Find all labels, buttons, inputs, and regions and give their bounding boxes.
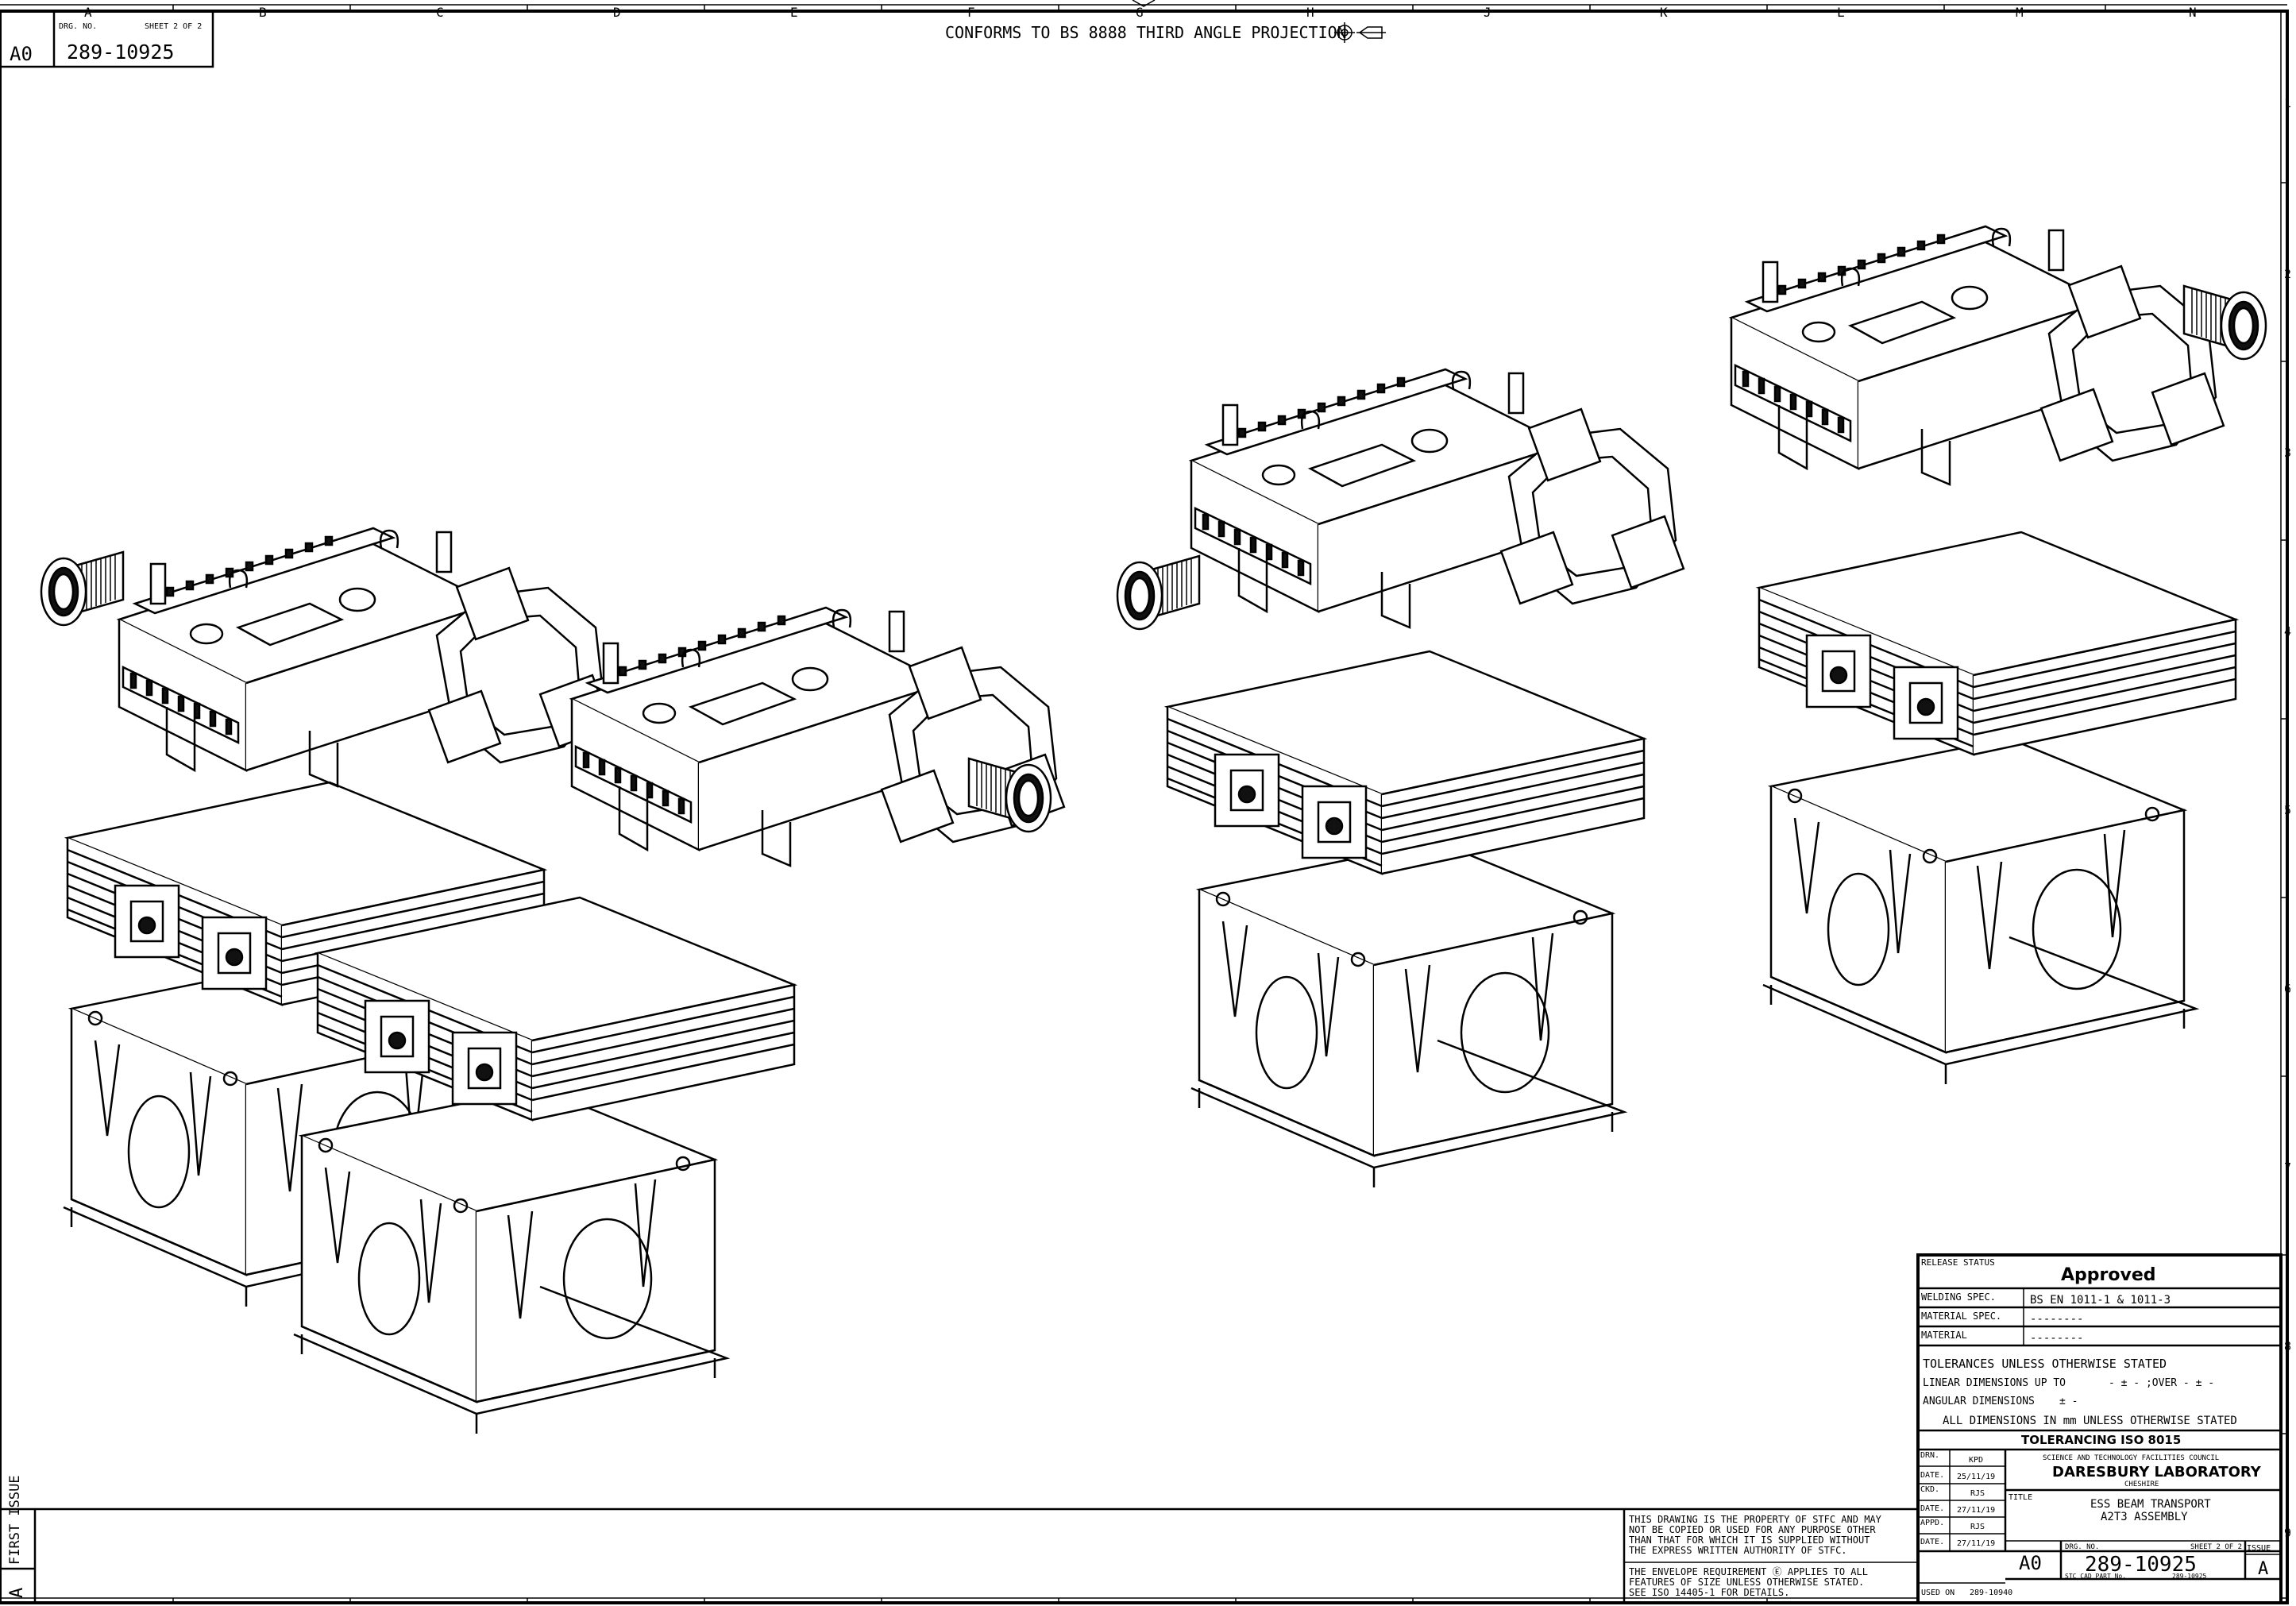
drg-no-label: DRG. NO. <box>2065 1543 2099 1551</box>
ckd-label: CKD. <box>1920 1485 1939 1494</box>
third-angle-projection-icon <box>1334 22 1386 43</box>
ckd-date-label: DATE. <box>1920 1504 1944 1513</box>
approved-by: RJS <box>1970 1523 1985 1531</box>
all-dimensions-note: ALL DIMENSIONS IN mm UNLESS OTHERWISE ST… <box>1943 1415 2237 1427</box>
assembly-view-right <box>1116 225 2267 1189</box>
row-label: 1 <box>2284 96 2291 110</box>
col-label: F <box>967 5 975 20</box>
used-on-label: USED ON <box>1921 1589 1954 1597</box>
drn-date-label: DATE. <box>1920 1471 1944 1480</box>
projection-note: CONFORMS TO BS 8888 THIRD ANGLE PROJECTI… <box>945 22 1386 43</box>
drawing-number: 289-10925 <box>2085 1553 2197 1577</box>
release-status: Approved <box>2061 1265 2156 1285</box>
corner-drg-label: DRG. NO. <box>59 22 97 31</box>
material-label: MATERIAL <box>1921 1330 1967 1341</box>
angular-label: ANGULAR DIMENSIONS <box>1923 1396 2035 1407</box>
checked-by: RJS <box>1970 1489 1985 1498</box>
corner-drg-box: A0 DRG. NO. SHEET 2 OF 2 289-10925 <box>0 10 214 68</box>
row-label: 4 <box>2284 624 2291 639</box>
col-label: M <box>2016 5 2024 20</box>
col-label: B <box>259 5 267 20</box>
row-label: 2 <box>2284 267 2291 281</box>
sheet-label: SHEET 2 OF 2 <box>2190 1543 2242 1551</box>
linear-value: - ± - ;OVER - ± - <box>2109 1377 2214 1389</box>
copyright-notice: THIS DRAWING IS THE PROPERTY OF STFC AND… <box>1623 1509 1918 1603</box>
assembly-view-left <box>40 527 1066 1435</box>
col-label: L <box>1837 5 1845 20</box>
corner-sheet-label: SHEET 2 OF 2 <box>145 22 202 31</box>
notice-line: NOT BE COPIED OR USED FOR ANY PURPOSE OT… <box>1629 1524 1876 1535</box>
corner-drg-no: 289-10925 <box>67 41 174 64</box>
row-label: 8 <box>2284 1339 2291 1353</box>
col-label: N <box>2189 5 2197 20</box>
col-label: J <box>1484 5 1491 20</box>
revision-strip: FIRST ISSUE A <box>0 1475 1918 1603</box>
county: CHESHIRE <box>2124 1481 2159 1488</box>
notice-line: THAN THAT FOR WHICH IT IS SUPPLIED WITHO… <box>1629 1535 1870 1546</box>
cad-label: STC CAD PART No. <box>2065 1573 2126 1580</box>
notice-line: THIS DRAWING IS THE PROPERTY OF STFC AND… <box>1629 1514 1882 1525</box>
material-spec-label: MATERIAL SPEC. <box>1921 1311 2001 1322</box>
material-spec: -------- <box>2030 1313 2083 1326</box>
appd-date-label: DATE. <box>1920 1538 1944 1546</box>
cad-number: 289-10925 <box>2172 1573 2207 1580</box>
revision-note: FIRST ISSUE <box>7 1475 23 1565</box>
row-label: 6 <box>2284 982 2291 996</box>
approved-date: 27/11/19 <box>1957 1539 1995 1548</box>
envelope-line: FEATURES OF SIZE UNLESS OTHERWISE STATED… <box>1629 1577 1864 1588</box>
revision-issue: A <box>7 1588 27 1598</box>
grid-column-labels: A B C D E F G H J K L M N <box>84 5 2197 20</box>
welding-spec: BS EN 1011-1 & 1011-3 <box>2030 1294 2171 1307</box>
envelope-line: SEE ISO 14405-1 FOR DETAILS. <box>1629 1587 1789 1598</box>
linear-label: LINEAR DIMENSIONS UP TO <box>1923 1377 2066 1389</box>
drawn-date: 25/11/19 <box>1957 1473 1995 1481</box>
title-line-2: A2T3 ASSEMBLY <box>2101 1511 2188 1523</box>
appd-label: APPD. <box>1920 1519 1944 1527</box>
tolerancing-standard: TOLERANCING ISO 8015 <box>2021 1433 2181 1447</box>
sheet-size: A0 <box>2019 1552 2042 1574</box>
projection-note-text: CONFORMS TO BS 8888 THIRD ANGLE PROJECTI… <box>945 23 1347 42</box>
row-label: 9 <box>2284 1526 2291 1540</box>
used-on: 289-10940 <box>1970 1589 2012 1597</box>
release-status-label: RELEASE STATUS <box>1921 1257 1995 1268</box>
tolerances-heading: TOLERANCES UNLESS OTHERWISE STATED <box>1923 1357 2167 1371</box>
checked-date: 27/11/19 <box>1957 1506 1995 1515</box>
row-label: 3 <box>2284 446 2291 460</box>
col-label: G <box>1136 5 1144 20</box>
col-label: A <box>84 5 92 20</box>
col-label: H <box>1306 5 1314 20</box>
col-label: K <box>1660 5 1668 20</box>
envelope-line: THE ENVELOPE REQUIREMENT Ⓔ APPLIES TO AL… <box>1629 1566 1868 1577</box>
title-label: TITLE <box>2009 1493 2032 1502</box>
issue-label: ISSUE <box>2247 1544 2271 1553</box>
council-name: SCIENCE AND TECHNOLOGY FACILITIES COUNCI… <box>2043 1454 2219 1462</box>
grid-row-labels: 1 2 3 4 5 6 7 8 9 <box>2284 96 2291 1540</box>
lab-name: DARESBURY LABORATORY <box>2052 1464 2262 1481</box>
row-label: 7 <box>2284 1160 2291 1175</box>
col-label: D <box>613 5 621 20</box>
issue-letter: A <box>2258 1559 2268 1579</box>
col-label: C <box>436 5 444 20</box>
corner-size: A0 <box>10 43 33 65</box>
material: -------- <box>2030 1332 2083 1345</box>
drn-label: DRN. <box>1920 1451 1939 1460</box>
angular-value: ± - <box>2059 1396 2078 1407</box>
row-label: 5 <box>2284 803 2291 817</box>
welding-spec-label: WELDING SPEC. <box>1921 1291 1996 1303</box>
notice-line: THE EXPRESS WRITTEN AUTHORITY OF STFC. <box>1629 1545 1847 1556</box>
title-line-1: ESS BEAM TRANSPORT <box>2090 1498 2211 1511</box>
col-label: E <box>790 5 798 20</box>
title-block: RELEASE STATUS Approved WELDING SPEC. BS… <box>1916 1253 2282 1604</box>
drawn-by: KPD <box>1969 1456 1983 1465</box>
